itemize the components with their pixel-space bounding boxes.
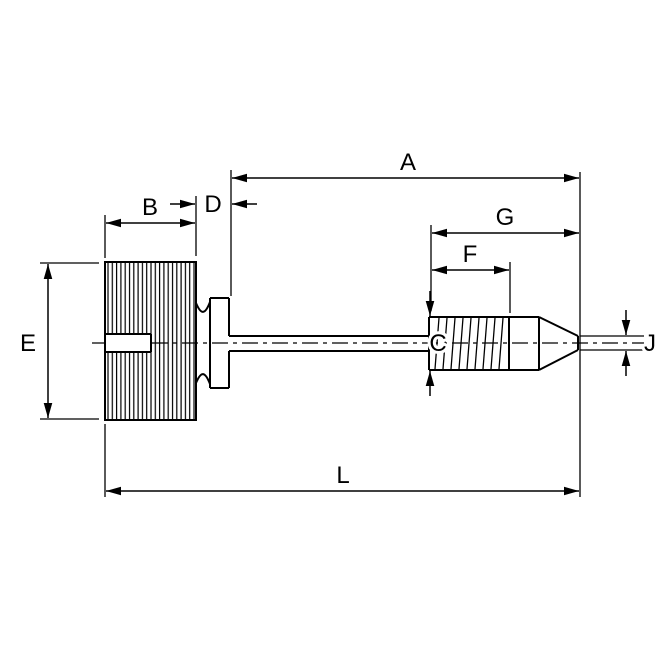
dim-B: B xyxy=(106,191,195,228)
dim-J: J xyxy=(621,310,659,376)
neck-fillet-top xyxy=(195,301,211,313)
dim-label-g: G xyxy=(496,204,515,231)
screw-body xyxy=(104,261,579,421)
cone-tip xyxy=(538,316,579,371)
dim-label-a: A xyxy=(400,149,416,176)
thread-lines xyxy=(434,317,504,370)
dim-label-d: D xyxy=(204,191,221,218)
dim-L: L xyxy=(106,459,579,496)
dim-D: D xyxy=(170,188,257,221)
dim-C: C xyxy=(425,291,450,396)
threaded-section xyxy=(428,316,539,371)
washer-flange xyxy=(195,297,230,389)
dim-label-c: C xyxy=(429,330,446,357)
extension-lines xyxy=(40,170,644,497)
knurled-head xyxy=(104,261,197,421)
dim-G: G xyxy=(432,201,579,238)
head-slot xyxy=(105,333,152,353)
dim-label-f: F xyxy=(463,241,478,268)
dim-E: E xyxy=(17,264,53,418)
dim-label-j: J xyxy=(644,330,656,357)
dim-label-l: L xyxy=(336,462,349,489)
dim-label-e: E xyxy=(20,330,36,357)
dim-label-b: B xyxy=(142,194,158,221)
shank xyxy=(229,335,429,352)
dim-F: F xyxy=(432,238,509,275)
dim-A: A xyxy=(232,146,579,183)
neck-fillet-bottom xyxy=(195,373,211,385)
